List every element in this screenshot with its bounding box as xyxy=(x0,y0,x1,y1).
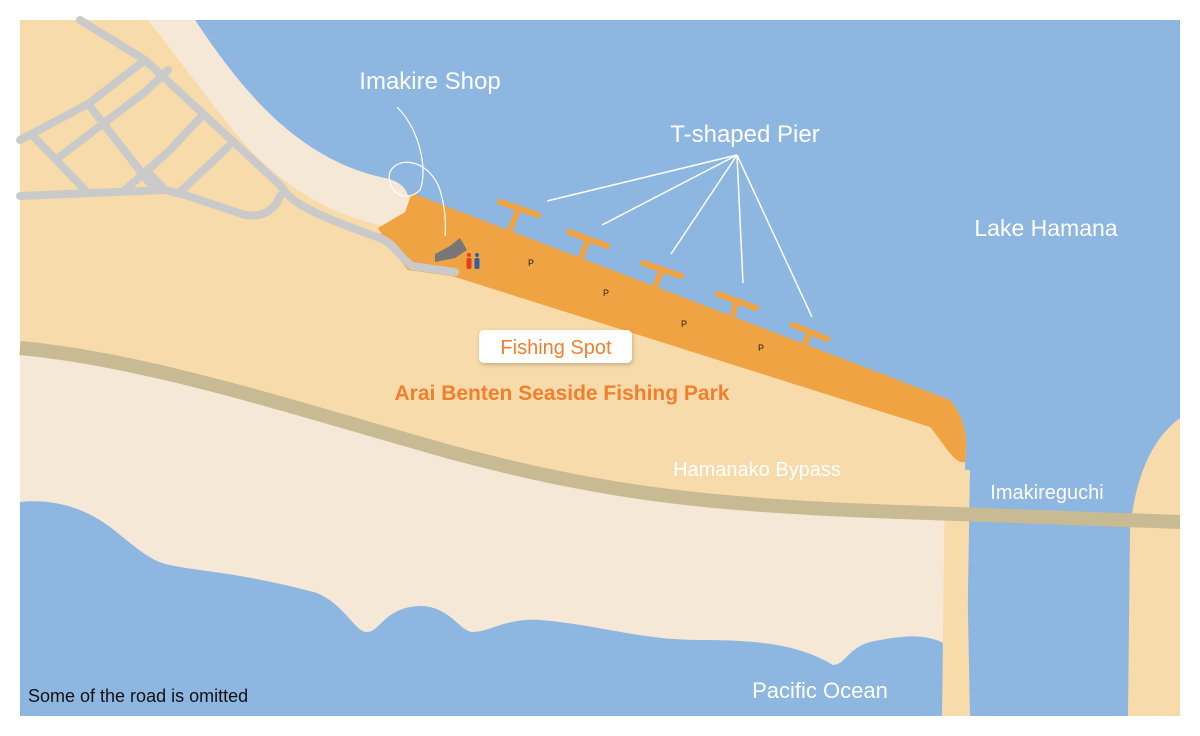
parking-icon: P xyxy=(758,343,764,353)
hamanako-bypass-road xyxy=(19,341,1181,529)
fishing-park-area xyxy=(378,193,967,463)
local-roads xyxy=(16,16,459,276)
t-shaped-piers xyxy=(497,199,830,349)
parking-icon: P xyxy=(681,319,687,329)
pier xyxy=(790,322,830,349)
pacific-ocean xyxy=(20,501,947,716)
map-note: Some of the road is omitted xyxy=(28,686,248,706)
parking-icon: P xyxy=(603,288,609,298)
imakire-shop-label: Imakire Shop xyxy=(359,68,500,95)
pier xyxy=(566,229,610,266)
pier-pointer-lines xyxy=(546,154,813,318)
lake-hamana-label: Lake Hamana xyxy=(974,215,1117,241)
t-pier-label: T-shaped Pier xyxy=(670,121,819,148)
parking-markers: P P P P xyxy=(528,258,764,353)
land-east xyxy=(1128,418,1180,716)
imakireguchi-label: Imakireguchi xyxy=(990,482,1103,504)
hamanako-bypass-label: Hamanako Bypass xyxy=(673,459,841,481)
fishing-spot-badge xyxy=(479,330,632,363)
shop-pointer-line xyxy=(388,106,447,237)
jetty xyxy=(942,470,970,716)
fishing-spot-label: Fishing Spot xyxy=(500,337,612,359)
shop-building-icon xyxy=(435,238,467,262)
pier xyxy=(715,291,759,327)
toilet-icon xyxy=(466,253,480,269)
pacific-ocean-label: Pacific Ocean xyxy=(752,678,888,703)
park-name-label: Arai Benten Seaside Fishing Park xyxy=(395,382,730,405)
pier xyxy=(497,199,541,233)
sand-spit xyxy=(148,20,409,226)
pier xyxy=(640,260,684,296)
parking-icon: P xyxy=(528,258,534,268)
